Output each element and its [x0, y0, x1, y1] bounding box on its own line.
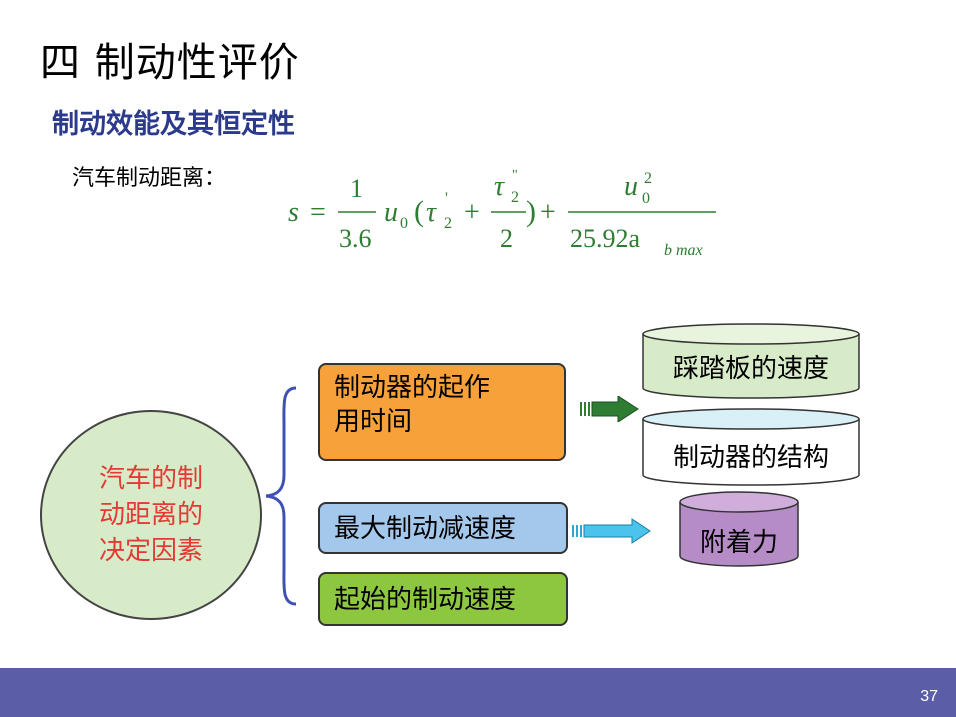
- ellipse-line-2: 动距离的: [98, 500, 203, 530]
- formula-plus2: +: [540, 197, 556, 228]
- formula-tau: τ: [426, 197, 437, 228]
- cylinder-brake-structure: [642, 408, 860, 486]
- formula-tau2-sub: 2: [511, 189, 519, 206]
- formula-s: s: [288, 197, 299, 228]
- arrow-right-icon: [572, 518, 651, 544]
- factor-orange-line-2: 用时间: [334, 407, 413, 437]
- cylinder-adhesion-label: 附着力: [699, 528, 778, 558]
- curly-brace: [265, 386, 297, 606]
- formula-num3-sub: 0: [642, 190, 650, 207]
- formula-rparen: ): [526, 195, 536, 228]
- page-number: 37: [920, 688, 938, 705]
- formula-u: u: [384, 197, 398, 228]
- cylinder-pedal-speed: [642, 323, 860, 399]
- factor-max-deceleration: 最大制动减速度: [318, 502, 568, 554]
- formula-den3-sub: b max: [664, 242, 703, 259]
- formula-den2: 2: [500, 224, 513, 253]
- cylinder-brake-structure-label: 制动器的结构: [672, 443, 829, 473]
- formula-label: 汽车制动距离：: [72, 166, 227, 191]
- formula-tau-prime: ': [445, 190, 448, 207]
- formula-tau2-dprime: ": [512, 168, 518, 183]
- factor-initial-speed: 起始的制动速度: [318, 572, 568, 626]
- formula-plus: +: [464, 197, 480, 228]
- page-title: 四 制动性评价: [40, 40, 300, 86]
- determining-factors-ellipse: 汽车的制 动距离的 决定因素: [40, 410, 262, 620]
- braking-distance-formula: s = 1 3.6 u 0 ( τ ' 2 + τ " 2 2 ) + u 2 …: [288, 168, 716, 259]
- formula-num3-sup: 2: [644, 170, 652, 187]
- formula-num3-u: u: [624, 171, 638, 202]
- section-subtitle: 制动效能及其恒定性: [52, 109, 295, 140]
- formula-den3: 25.92a: [570, 224, 641, 253]
- formula-num1: 1: [350, 174, 363, 203]
- ellipse-line-3: 决定因素: [98, 536, 203, 566]
- formula-lparen: (: [414, 195, 424, 228]
- footer-bar: [0, 668, 956, 717]
- ellipse-line-1: 汽车的制: [98, 464, 203, 494]
- formula-tau2: τ: [494, 171, 505, 202]
- factor-orange-line-1: 制动器的起作: [334, 373, 491, 403]
- formula-u-sub: 0: [400, 215, 408, 232]
- formula-eq: =: [310, 197, 326, 228]
- cylinder-pedal-speed-label: 踩踏板的速度: [672, 354, 829, 384]
- cylinder-adhesion: [679, 491, 799, 567]
- formula-tau-sub: 2: [444, 215, 452, 232]
- factor-brake-action-time: 制动器的起作 用时间: [318, 363, 566, 461]
- arrow-right-icon: [580, 396, 639, 422]
- formula-den1: 3.6: [339, 224, 372, 253]
